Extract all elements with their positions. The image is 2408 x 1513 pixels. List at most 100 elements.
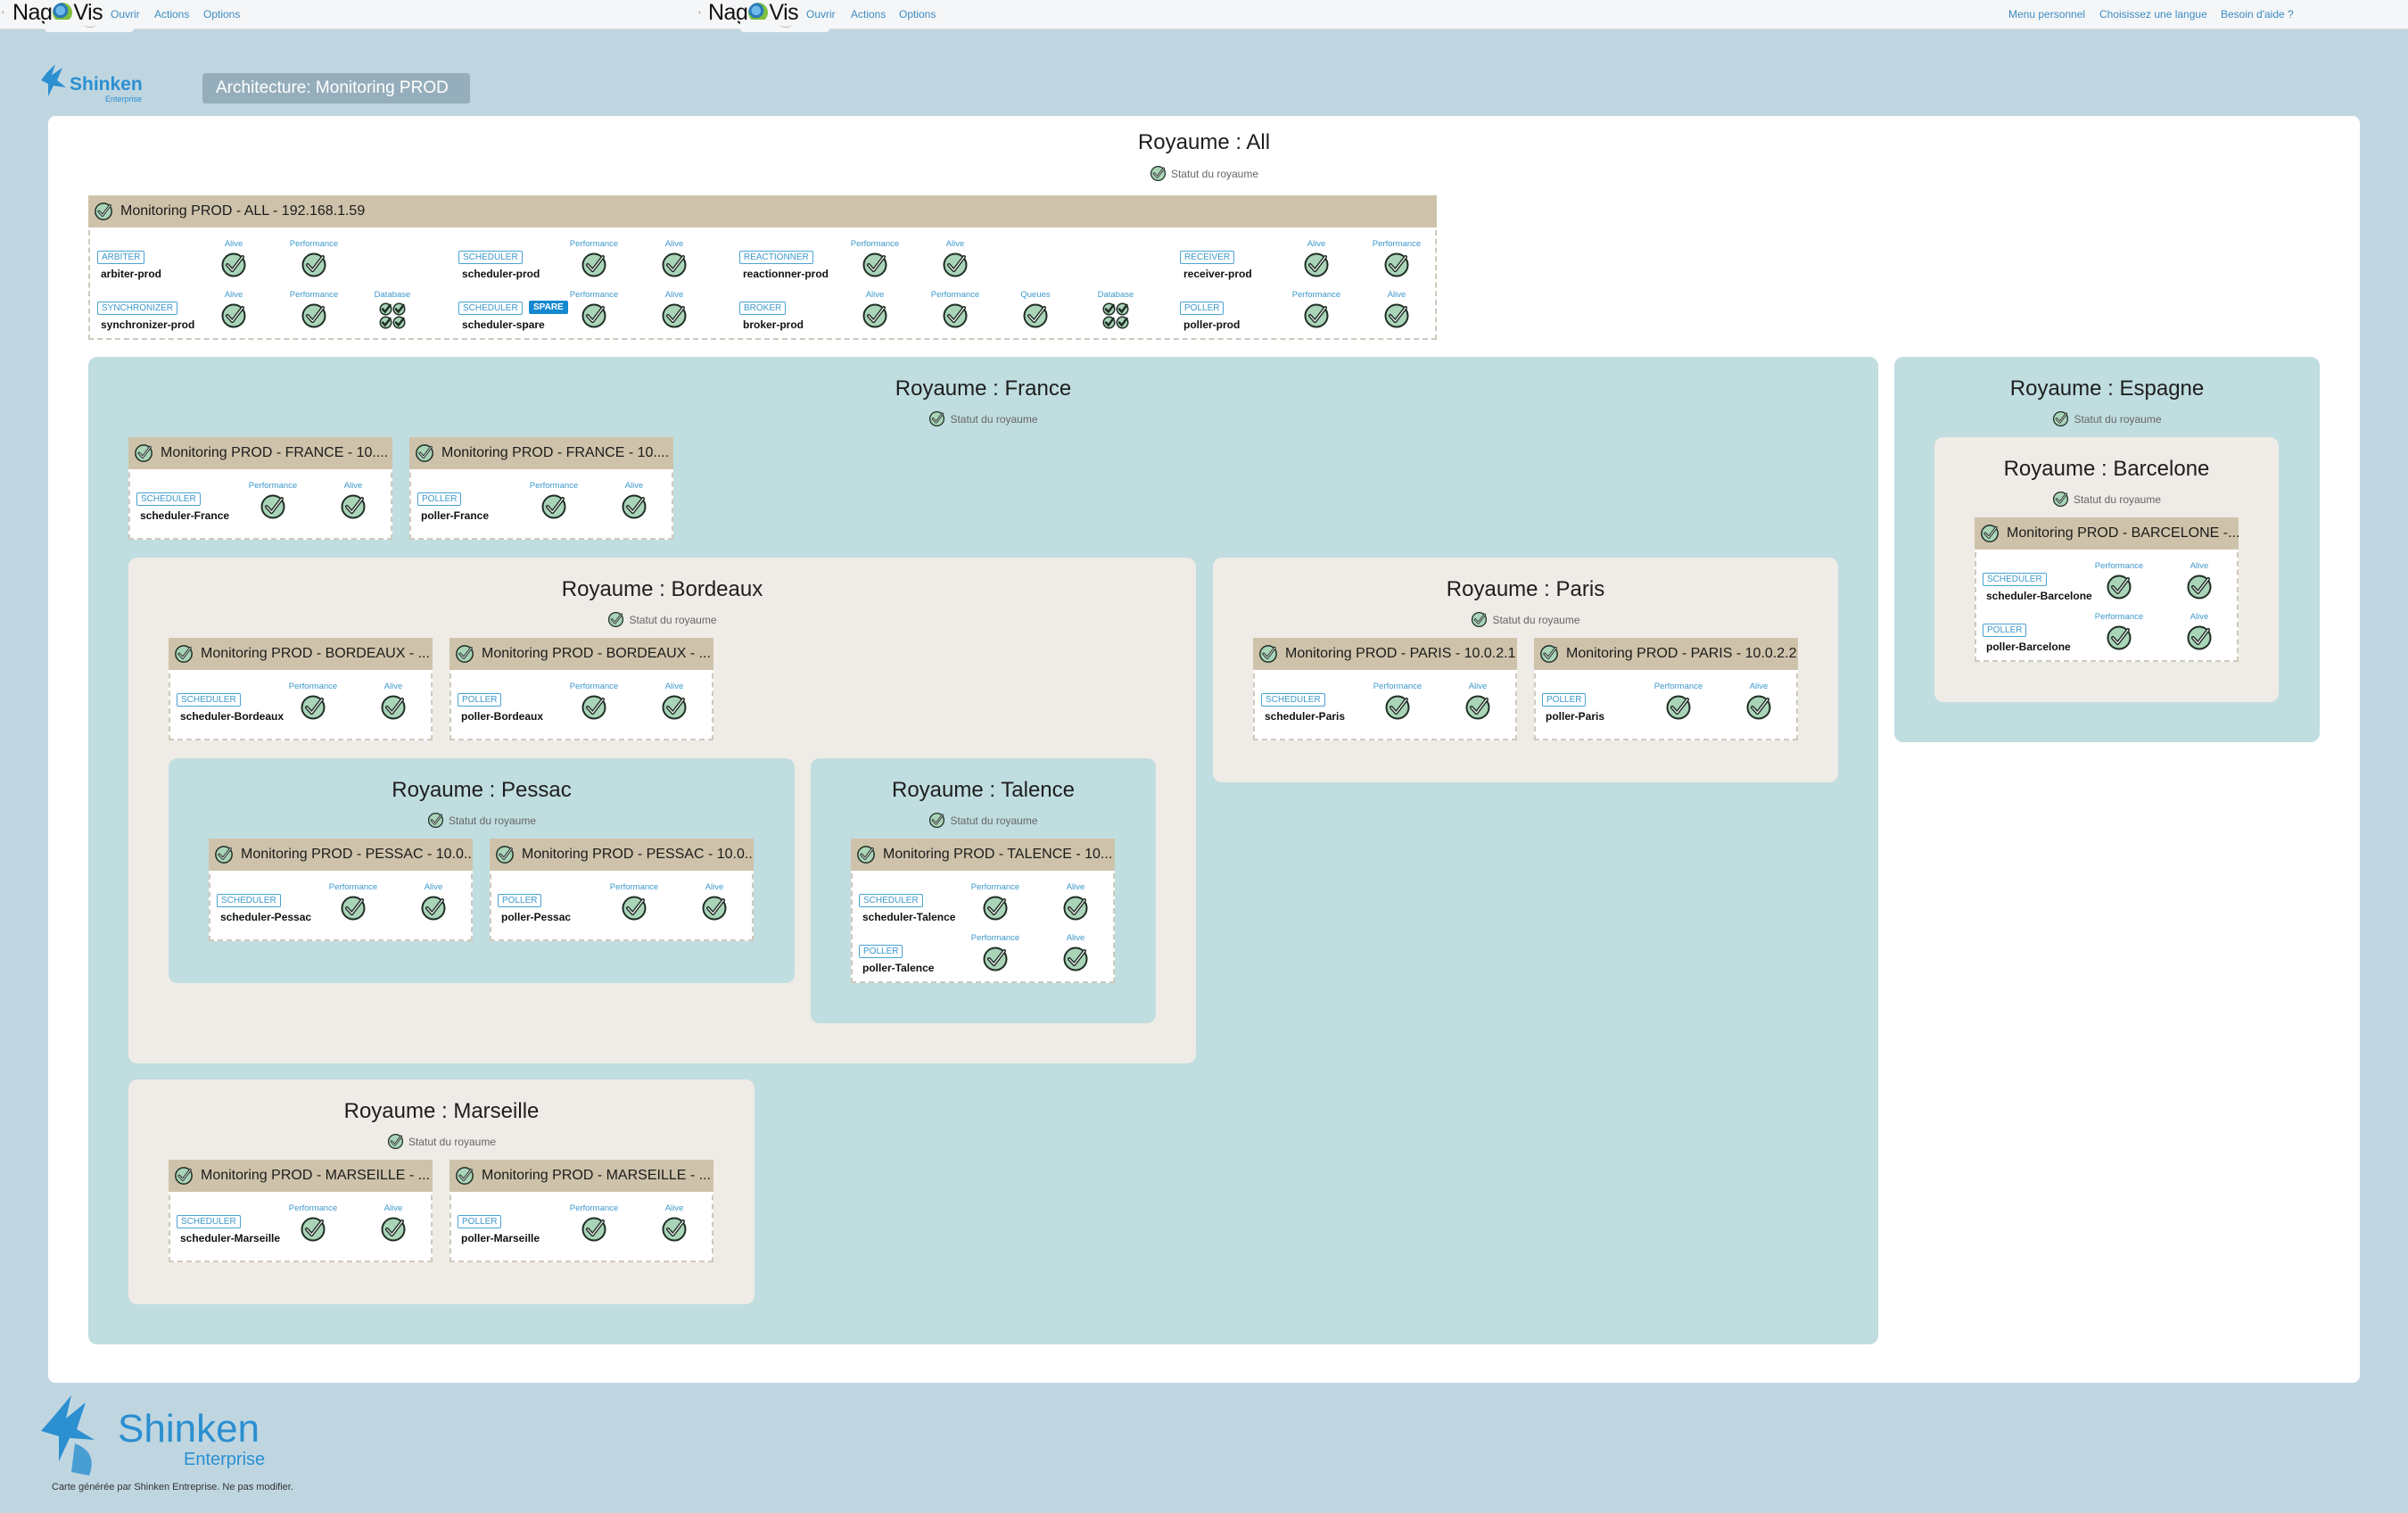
ok-check-icon[interactable] — [1303, 252, 1330, 278]
ok-check-icon[interactable] — [174, 1166, 194, 1186]
realm-status[interactable]: Statut du royaume — [1213, 611, 1838, 628]
ok-check-icon[interactable] — [942, 302, 969, 329]
daemon-name[interactable]: reactionner-prod — [743, 268, 829, 280]
realm-status[interactable]: Statut du royaume — [88, 410, 1878, 427]
ok-check-icon[interactable] — [1539, 644, 1559, 664]
ok-check-icon[interactable] — [581, 1216, 607, 1243]
ok-check-icon[interactable] — [2186, 574, 2213, 600]
ok-check-icon[interactable] — [340, 895, 367, 922]
ok-check-icon[interactable] — [420, 895, 447, 922]
ok-check-icon[interactable] — [607, 611, 624, 628]
realm-status[interactable]: Statut du royaume — [169, 812, 795, 829]
ok-check-icon[interactable] — [340, 493, 367, 520]
ok-check-icon[interactable] — [661, 302, 688, 329]
daemon-name[interactable]: synchronizer-prod — [101, 318, 194, 331]
ok-check-icon[interactable] — [301, 252, 327, 278]
ok-check-icon[interactable] — [300, 694, 326, 721]
ok-check-icon[interactable] — [581, 302, 607, 329]
daemon-name[interactable]: scheduler-Barcelone — [1986, 590, 2092, 602]
daemon-name[interactable]: scheduler-Paris — [1265, 710, 1345, 723]
language-link[interactable]: Choisissez une langue — [2099, 8, 2207, 21]
daemon-name[interactable]: receiver-prod — [1183, 268, 1252, 280]
ok-check-icon[interactable] — [455, 644, 474, 664]
daemon-box-header[interactable]: Monitoring PROD - PARIS - 10.0.2.1 — [1253, 638, 1517, 670]
ok-check-icon[interactable] — [220, 252, 247, 278]
help-link[interactable]: Besoin d'aide ? — [2221, 8, 2294, 21]
menu-options-center[interactable]: Options — [899, 8, 936, 21]
ok-check-icon[interactable] — [1980, 524, 2000, 543]
ok-check-icon[interactable] — [982, 946, 1009, 972]
menu-tab-handle[interactable] — [45, 20, 134, 32]
ok-check-icon[interactable] — [942, 252, 969, 278]
ok-check-icon[interactable] — [2106, 574, 2132, 600]
daemon-name[interactable]: poller-Talence — [862, 962, 934, 974]
ok-check-icon[interactable] — [2186, 624, 2213, 651]
ok-check-icon[interactable] — [856, 845, 876, 864]
daemon-name[interactable]: poller-Pessac — [501, 911, 571, 923]
ok-check-icon[interactable] — [1665, 694, 1692, 721]
daemon-name[interactable]: scheduler-Marseille — [180, 1232, 280, 1244]
ok-check-icon[interactable] — [380, 1216, 407, 1243]
ok-check-icon[interactable] — [982, 895, 1009, 922]
daemon-name[interactable]: poller-Barcelone — [1986, 641, 2071, 653]
ok-check-icon[interactable] — [1383, 252, 1410, 278]
ok-check-icon[interactable] — [1383, 302, 1410, 329]
ok-check-icon[interactable] — [455, 1166, 474, 1186]
daemon-box-header[interactable]: Monitoring PROD - PESSAC - 10.0... — [209, 839, 473, 871]
ok-check-icon[interactable] — [862, 302, 888, 329]
ok-check-icon[interactable] — [495, 845, 515, 864]
ok-check-icon[interactable] — [220, 302, 247, 329]
daemon-name[interactable]: poller-France — [421, 509, 489, 522]
menu-personnel-link[interactable]: Menu personnel — [2008, 8, 2085, 21]
menu-ouvrir[interactable]: Ouvrir — [111, 8, 140, 21]
ok-check-icon[interactable] — [94, 202, 113, 221]
ok-check-icon[interactable] — [581, 252, 607, 278]
realm-status[interactable]: Statut du royaume — [811, 812, 1156, 829]
daemon-box-header[interactable]: Monitoring PROD - FRANCE - 10.... — [128, 437, 392, 469]
ok-check-icon[interactable] — [2052, 491, 2069, 508]
multi-check-icon[interactable] — [1102, 302, 1129, 329]
ok-check-icon[interactable] — [661, 252, 688, 278]
ok-check-icon[interactable] — [621, 493, 647, 520]
ok-check-icon[interactable] — [427, 812, 444, 829]
ok-check-icon[interactable] — [301, 302, 327, 329]
ok-check-icon[interactable] — [387, 1133, 404, 1150]
ok-check-icon[interactable] — [1062, 895, 1089, 922]
ok-check-icon[interactable] — [1384, 694, 1411, 721]
daemon-name[interactable]: poller-Paris — [1546, 710, 1604, 723]
menu-ouvrir-center[interactable]: Ouvrir — [806, 8, 836, 21]
menu-actions[interactable]: Actions — [154, 8, 189, 21]
daemon-box-header[interactable]: Monitoring PROD - ALL - 192.168.1.59 — [88, 195, 1437, 227]
menu-actions-center[interactable]: Actions — [851, 8, 886, 21]
ok-check-icon[interactable] — [1464, 694, 1491, 721]
realm-status[interactable]: Statut du royaume — [128, 611, 1196, 628]
realm-status[interactable]: Statut du royaume — [1934, 491, 2279, 508]
daemon-name[interactable]: poller-Bordeaux — [461, 710, 543, 723]
daemon-name[interactable]: poller-prod — [1183, 318, 1240, 331]
ok-check-icon[interactable] — [260, 493, 286, 520]
ok-check-icon[interactable] — [380, 694, 407, 721]
daemon-name[interactable]: poller-Marseille — [461, 1232, 540, 1244]
menu-tab-handle-center[interactable] — [740, 20, 829, 32]
daemon-name[interactable]: scheduler-France — [140, 509, 229, 522]
daemon-box-header[interactable]: Monitoring PROD - PESSAC - 10.0... — [490, 839, 754, 871]
ok-check-icon[interactable] — [928, 812, 945, 829]
daemon-box-header[interactable]: Monitoring PROD - FRANCE - 10.... — [409, 437, 673, 469]
ok-check-icon[interactable] — [415, 443, 434, 463]
ok-check-icon[interactable] — [1471, 611, 1488, 628]
ok-check-icon[interactable] — [621, 895, 647, 922]
collapse-arrow-icon[interactable]: ‹ — [2, 8, 4, 16]
ok-check-icon[interactable] — [581, 694, 607, 721]
daemon-box-header[interactable]: Monitoring PROD - BORDEAUX - ... — [169, 638, 433, 670]
collapse-arrow-icon[interactable]: ‹ — [698, 8, 701, 16]
daemon-name[interactable]: scheduler-Bordeaux — [180, 710, 284, 723]
daemon-name[interactable]: broker-prod — [743, 318, 804, 331]
realm-status[interactable]: Statut du royaume — [128, 1133, 755, 1150]
ok-check-icon[interactable] — [661, 1216, 688, 1243]
daemon-box-header[interactable]: Monitoring PROD - PARIS - 10.0.2.2 — [1534, 638, 1798, 670]
ok-check-icon[interactable] — [540, 493, 567, 520]
daemon-box-header[interactable]: Monitoring PROD - BORDEAUX - ... — [449, 638, 713, 670]
daemon-box-header[interactable]: Monitoring PROD - MARSEILLE - ... — [449, 1160, 713, 1192]
ok-check-icon[interactable] — [1022, 302, 1049, 329]
ok-check-icon[interactable] — [1150, 165, 1167, 182]
